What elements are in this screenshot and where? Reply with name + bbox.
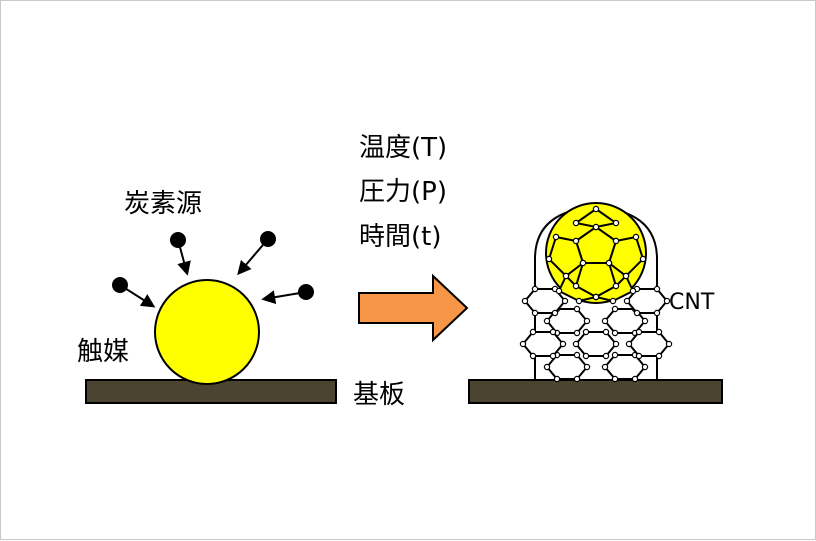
- condition-time: 時間(t): [359, 222, 441, 252]
- condition-pressure: 圧力(P): [359, 177, 447, 207]
- carbon-nanotube: [519, 205, 673, 383]
- substrate-label: 基板: [353, 380, 405, 410]
- condition-temperature: 温度(T): [359, 133, 447, 163]
- catalyst-label: 触媒: [77, 337, 129, 367]
- right-substrate: [468, 379, 723, 404]
- process-arrow: [358, 273, 469, 343]
- catalyst-cap: [545, 202, 647, 305]
- catalyst-particle: [154, 279, 260, 385]
- cnt-label: CNT: [669, 290, 715, 315]
- carbon-source-molecules: [112, 231, 314, 308]
- carbon-source-label: 炭素源: [124, 189, 202, 219]
